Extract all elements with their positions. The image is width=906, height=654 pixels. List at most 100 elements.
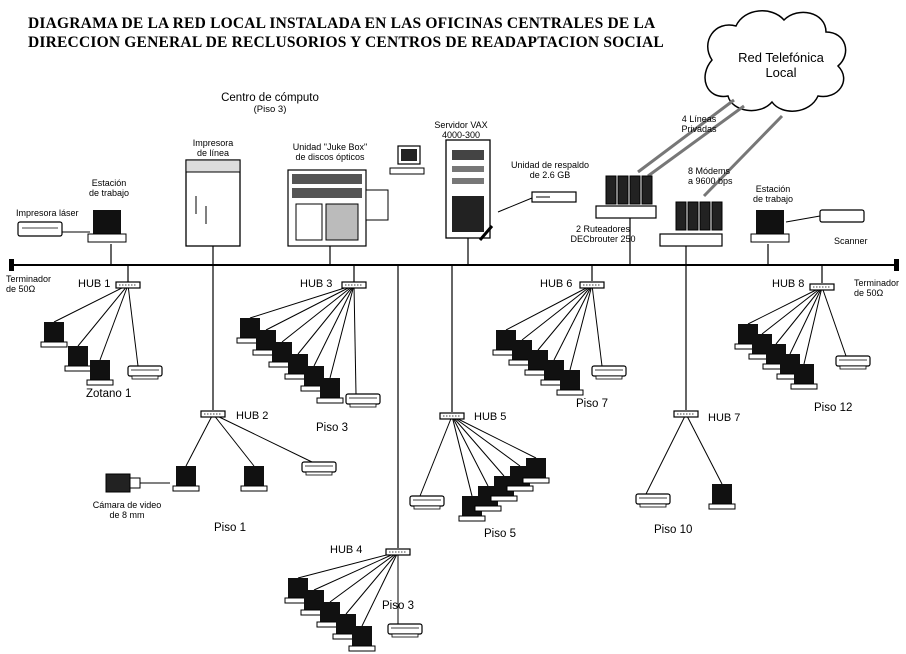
printer-icon — [301, 461, 337, 476]
floor-zotano-label: Zotano 1 — [86, 388, 132, 400]
cloud-label: Red Telefónica Local — [726, 50, 836, 80]
workstation-icon — [240, 465, 268, 492]
floor-piso12-label: Piso 12 — [814, 402, 853, 414]
printer-icon — [835, 355, 871, 370]
hub-6-group — [492, 281, 627, 396]
jukebox-label: Unidad "Juke Box" de discos ópticos — [284, 142, 376, 162]
routers-label: 2 Ruteadores DECbrouter 250 — [560, 224, 646, 244]
terminator-right-line-2: de 50Ω — [854, 288, 884, 298]
routers-line-1: 2 Ruteadores — [575, 224, 631, 234]
printer-icon — [387, 623, 423, 638]
hub-2-group — [172, 410, 337, 492]
printer-icon — [635, 493, 671, 508]
floor-piso1-label: Piso 1 — [214, 522, 246, 534]
hub-5-label: HUB 5 — [474, 411, 507, 423]
printer-icon — [409, 495, 445, 510]
hub-5-group — [409, 412, 550, 522]
vax-line-2: 4000-300 — [441, 130, 481, 140]
hub-layer — [40, 281, 871, 652]
routers-icon — [595, 205, 723, 247]
laser-printer-icon — [17, 221, 90, 237]
workstation-icon — [708, 483, 736, 510]
hub-5-icon — [439, 412, 465, 420]
terminator-left-label: Terminador de 50Ω — [6, 274, 51, 294]
workstation-icon — [556, 369, 584, 396]
workstation-icon — [522, 457, 550, 484]
scanner-icon — [785, 209, 865, 223]
scanner-label: Scanner — [834, 236, 868, 246]
line-printer-icon — [185, 159, 241, 247]
diagram-title: DIAGRAMA DE LA RED LOCAL INSTALADA EN LA… — [28, 14, 708, 52]
workstation-left-icon — [87, 210, 127, 243]
modems-line-1: 8 Módems — [688, 166, 731, 176]
terminator-left-line-2: de 50Ω — [6, 284, 36, 294]
workstation-left-line-2: de trabajo — [88, 188, 130, 198]
drop-cables — [110, 215, 823, 548]
workstation-icon — [40, 321, 68, 348]
jukebox-icon — [287, 169, 389, 247]
camera-line-2: de 8 mm — [109, 510, 145, 520]
backup-label: Unidad de respaldo de 2.6 GB — [510, 160, 590, 180]
workstation-right-line-1: Estación — [755, 184, 791, 194]
cloud-line-2: Local — [765, 65, 797, 80]
routers-line-2: DECbrouter 250 — [570, 234, 636, 244]
workstation-right-line-2: de trabajo — [752, 194, 794, 204]
line-printer-label: Impresora de línea — [188, 138, 238, 158]
modems-label: 8 Módems a 9600 bps — [688, 166, 733, 186]
terminator-right-label: Terminador de 50Ω — [854, 278, 899, 298]
printer-icon — [127, 365, 163, 380]
cloud-shape — [704, 10, 847, 112]
floor-piso3b-label: Piso 3 — [382, 600, 414, 612]
line-printer-line-1: Impresora — [192, 138, 234, 148]
leased-lines-label: 4 Líneas Privadas — [672, 114, 726, 134]
hub-1-label: HUB 1 — [78, 278, 111, 290]
lines-line-1: 4 Líneas — [681, 114, 717, 124]
floor-piso7-label: Piso 7 — [576, 398, 608, 410]
printer-icon — [591, 365, 627, 380]
printer-icon — [345, 393, 381, 408]
hub-3-group — [236, 281, 381, 408]
video-camera-icon — [105, 473, 170, 493]
workstation-icon — [172, 465, 200, 492]
hub-7-label: HUB 7 — [708, 412, 741, 424]
hub-7-icon — [673, 410, 699, 418]
title-line-2: DIRECCION GENERAL DE RECLUSORIOS Y CENTR… — [28, 34, 664, 51]
hub-2-icon — [200, 410, 226, 418]
cloud-line-1: Red Telefónica — [738, 50, 824, 65]
backup-line-2: de 2.6 GB — [529, 170, 571, 180]
modems-icon — [605, 175, 723, 231]
hub-8-label: HUB 8 — [772, 278, 805, 290]
terminator-left-line-1: Terminador — [6, 274, 52, 284]
hub-6-label: HUB 6 — [540, 278, 573, 290]
computer-center-line-2: (Piso 3) — [253, 104, 287, 115]
hub-3-label: HUB 3 — [300, 278, 333, 290]
workstation-icon — [348, 625, 376, 652]
vax-line-1: Servidor VAX — [434, 120, 488, 130]
backup-line-1: Unidad de respaldo — [510, 160, 590, 170]
floor-piso5-label: Piso 5 — [484, 528, 516, 540]
hub-4-group — [284, 548, 423, 652]
workstation-icon — [86, 359, 114, 386]
jukebox-line-1: Unidad "Juke Box" — [292, 142, 368, 152]
hub-8-icon — [809, 283, 835, 291]
hub-1-icon — [115, 281, 141, 289]
hub-4-icon — [385, 548, 411, 556]
hub-6-icon — [579, 281, 605, 289]
workstation-right-icon — [750, 210, 790, 243]
title-line-1: DIAGRAMA DE LA RED LOCAL INSTALADA EN LA… — [28, 15, 656, 32]
workstation-icon — [316, 377, 344, 404]
vax-console-icon — [389, 145, 425, 175]
hub-3-icon — [341, 281, 367, 289]
hub-1-group — [40, 281, 163, 386]
computer-center-line-1: Centro de cómputo — [221, 92, 319, 104]
line-printer-line-2: de línea — [196, 148, 230, 158]
backbone-cable — [9, 259, 899, 271]
hub-4-label: HUB 4 — [330, 544, 363, 556]
vax-label: Servidor VAX 4000-300 — [424, 120, 498, 140]
camera-line-1: Cámara de video — [92, 500, 162, 510]
modems-line-2: a 9600 bps — [688, 176, 733, 186]
hub-8-group — [734, 283, 871, 390]
floor-piso10-label: Piso 10 — [654, 524, 693, 536]
